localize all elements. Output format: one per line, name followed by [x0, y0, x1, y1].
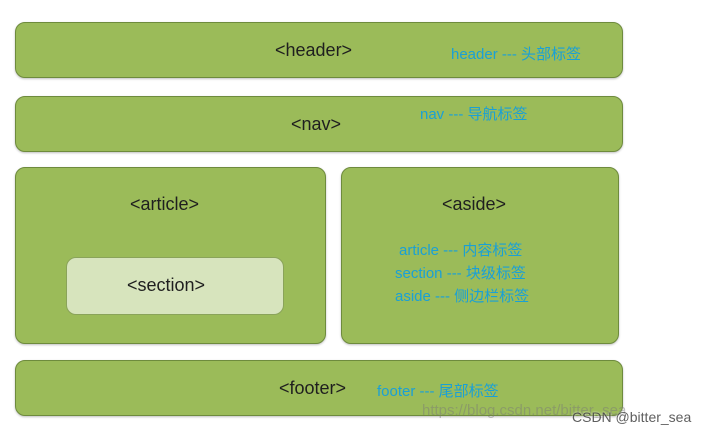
header-tag-label: <header>	[275, 40, 353, 60]
nav-note: nav --- 导航标签	[420, 106, 528, 123]
nav-tag-label: <nav>	[291, 114, 342, 134]
watermark-url: https://blog.csdn.net/bitter_sea	[422, 402, 627, 419]
aside-block: <aside> article --- 内容标签 section --- 块级标…	[341, 167, 619, 344]
footer-note: footer --- 尾部标签	[377, 383, 499, 400]
header-note: header --- 头部标签	[451, 46, 582, 63]
aside-tag-label: <aside>	[442, 194, 507, 214]
section-block: <section>	[66, 257, 284, 315]
aside-note-section: section --- 块级标签	[395, 265, 526, 282]
watermark-credit: CSDN @bitter_sea	[572, 409, 692, 425]
footer-tag-label: <footer>	[279, 378, 347, 398]
article-tag-label: <article>	[130, 194, 200, 214]
header-block: <header> header --- 头部标签	[15, 22, 623, 78]
nav-block: <nav> nav --- 导航标签	[15, 96, 623, 152]
article-block: <article> <section>	[15, 167, 326, 344]
aside-note-article: article --- 内容标签	[399, 242, 523, 259]
footer-block: <footer> footer --- 尾部标签	[15, 360, 623, 416]
aside-note-aside: aside --- 侧边栏标签	[395, 288, 530, 305]
section-tag-label: <section>	[127, 275, 206, 295]
